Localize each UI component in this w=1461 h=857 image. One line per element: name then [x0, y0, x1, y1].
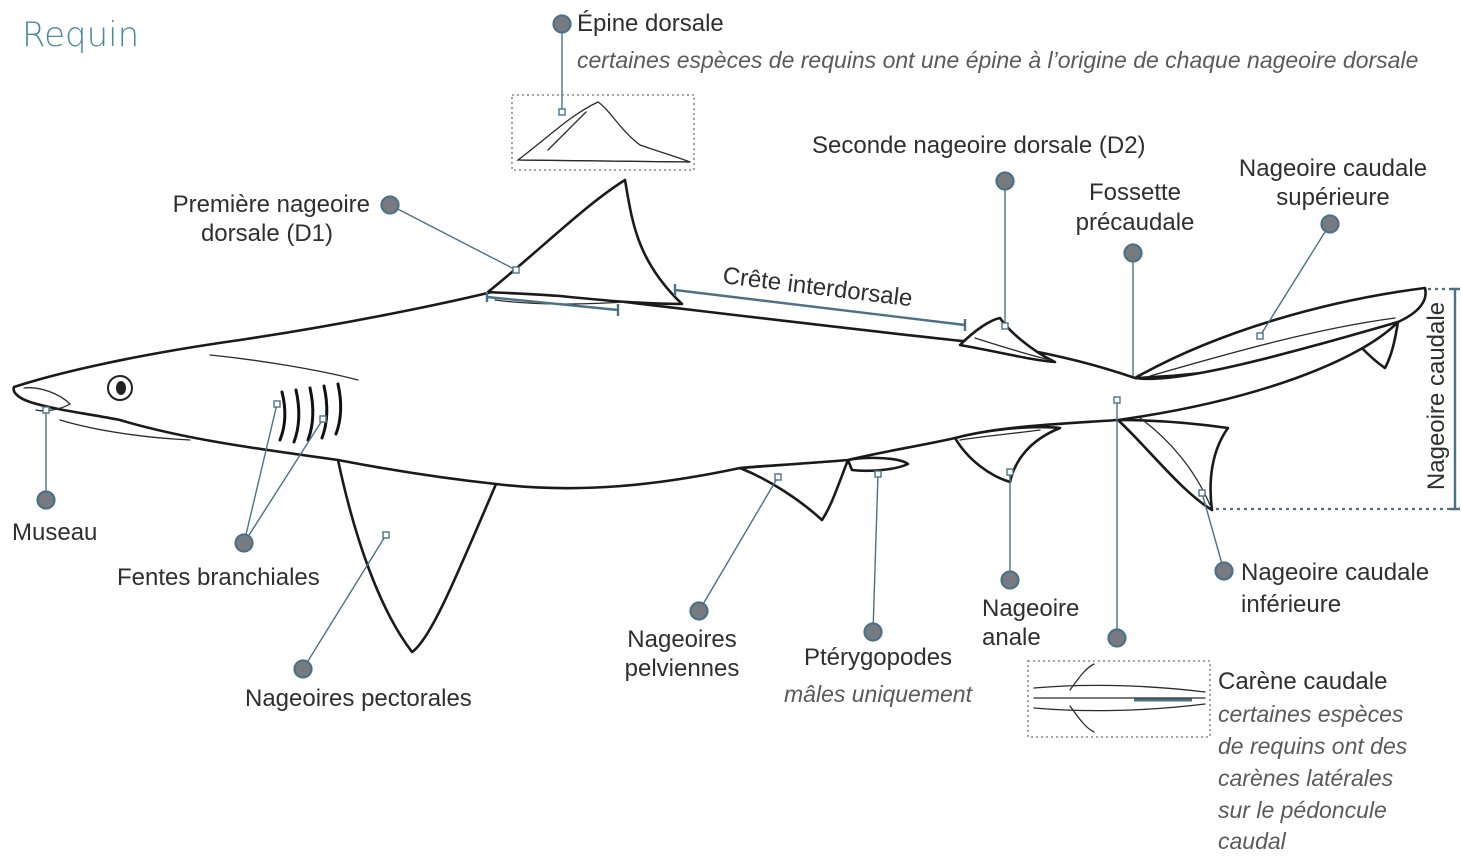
note-epine-dorsale: certaines espèces de requins ont une épi…: [577, 47, 1418, 73]
eye-pupil: [116, 381, 126, 395]
label-fossette-line2: précaudale: [1076, 209, 1195, 236]
label-d2: Seconde nageoire dorsale (D2): [812, 132, 1146, 159]
label-pelviennes-line2: pelviennes: [625, 655, 740, 682]
marker-museau: [38, 492, 55, 509]
label-d1-line1: Première nageoire: [173, 191, 370, 218]
leader-pectorales: [303, 535, 386, 669]
leader-caudale-inf: [1202, 493, 1224, 571]
label-caudale-inf-line1: Nageoire caudale: [1241, 559, 1429, 586]
page-title: Requin: [22, 15, 139, 55]
leader-pterygopodes: [873, 474, 878, 632]
marker-fossette: [1125, 245, 1142, 262]
bracket-caudale-height: [1450, 289, 1460, 509]
anchor-carene: [1114, 397, 1120, 403]
leader-pelviennes: [699, 477, 778, 611]
leader-d1: [390, 205, 516, 270]
anchor-d2: [1002, 323, 1008, 329]
marker-pectorales: [295, 661, 312, 678]
label-pterygopodes: Ptérygopodes: [804, 644, 952, 671]
anchor-pterygopodes: [875, 471, 881, 477]
note-carene-line3: carènes latérales: [1218, 765, 1394, 791]
label-anale-line1: Nageoire: [982, 595, 1079, 622]
note-carene-line2: de requins ont des: [1218, 733, 1408, 759]
anchor-caudale-inf: [1199, 490, 1205, 496]
marker-fentes: [236, 535, 253, 552]
note-carene-line5: caudal: [1218, 828, 1287, 852]
keel-inset: [1028, 661, 1210, 737]
anchor-epine: [559, 109, 565, 115]
marker-d2: [997, 173, 1014, 190]
label-caudale-sup-line1: Nageoire caudale: [1239, 155, 1427, 182]
label-pelviennes-line1: Nageoires: [627, 626, 736, 653]
spine-inset: [512, 95, 694, 170]
label-caudale-inf-line2: inférieure: [1241, 591, 1341, 618]
anchor-fentes-1: [274, 401, 280, 407]
note-pterygopodes: mâles uniquement: [784, 681, 974, 707]
label-pectorales: Nageoires pectorales: [245, 685, 472, 712]
marker-caudale-inf: [1216, 563, 1233, 580]
anchor-caudale-sup: [1257, 333, 1263, 339]
marker-epine: [554, 16, 571, 33]
note-carene-line1: certaines espèces: [1218, 701, 1404, 727]
note-carene-line4: sur le pédoncule: [1218, 797, 1387, 823]
pelvic-fin-shape: [740, 460, 848, 520]
marker-carene: [1109, 630, 1126, 647]
label-epine-dorsale: Épine dorsale: [577, 10, 724, 37]
marker-pelviennes: [691, 603, 708, 620]
marker-caudale-sup: [1322, 216, 1339, 233]
label-crete-interdorsale: Crête interdorsale: [721, 262, 914, 312]
label-d1-line2: dorsale (D1): [201, 220, 333, 247]
label-caudale-sup-line2: supérieure: [1276, 184, 1389, 211]
marker-pterygopodes: [865, 624, 882, 641]
clasper-shape: [848, 458, 908, 471]
anchor-pelviennes: [775, 474, 781, 480]
label-anale-line2: anale: [982, 624, 1041, 651]
marker-d1: [382, 197, 399, 214]
label-nageoire-caudale: Nageoire caudale: [1423, 302, 1450, 490]
label-museau: Museau: [12, 519, 97, 546]
pectoral-fin-shape: [338, 460, 496, 652]
anchor-d1: [513, 267, 519, 273]
marker-anale: [1002, 572, 1019, 589]
anchor-museau: [43, 407, 49, 413]
anchor-pectorales: [383, 532, 389, 538]
label-carene-caudale: Carène caudale: [1218, 668, 1387, 695]
anchor-fentes-2: [320, 416, 326, 422]
lower-caudal-lobe-shape: [1118, 420, 1228, 510]
first-dorsal-fin-shape: [488, 180, 682, 304]
label-fossette-line1: Fossette: [1089, 179, 1181, 206]
label-fentes-branchiales: Fentes branchiales: [117, 564, 320, 591]
anchor-anale: [1007, 469, 1013, 475]
